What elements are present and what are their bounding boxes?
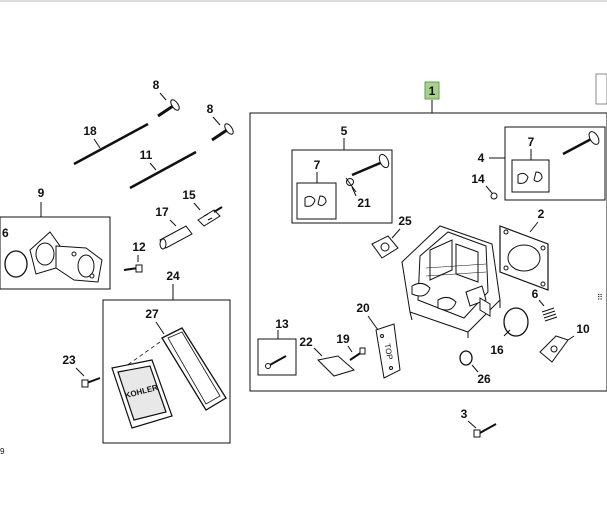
callout-11[interactable]: 11 <box>140 148 153 162</box>
spring-icon-6[interactable] <box>541 307 558 322</box>
callout-18[interactable]: 18 <box>83 124 97 138</box>
screw-icon-23[interactable] <box>81 377 101 388</box>
callout-13[interactable]: 13 <box>275 317 289 331</box>
oring-icon-16[interactable] <box>503 307 529 337</box>
leader-20 <box>367 315 379 331</box>
callout-21[interactable]: 21 <box>357 196 371 210</box>
valve-keepers-icon-left[interactable] <box>304 195 327 207</box>
oring-icon-6-left[interactable] <box>4 250 28 278</box>
callout-25[interactable]: 25 <box>398 214 412 228</box>
callout-24[interactable]: 24 <box>166 269 180 283</box>
gasket-top-marking: TOP <box>383 343 395 361</box>
tube-icon-17[interactable] <box>159 225 193 250</box>
exhaust-valve-icon[interactable] <box>562 130 601 156</box>
callout-6-right[interactable]: 6 <box>532 287 539 301</box>
leader-8-top <box>159 92 167 101</box>
leader-18 <box>93 138 101 149</box>
callout-15[interactable]: 15 <box>182 188 196 202</box>
callout-7-box5[interactable]: 7 <box>314 158 321 172</box>
spark-plug-icon-15[interactable] <box>197 206 223 227</box>
callout-26[interactable]: 26 <box>477 372 491 386</box>
valve-kit-box-5 <box>291 149 393 224</box>
callout-14[interactable]: 14 <box>471 172 485 186</box>
leader-17 <box>169 219 177 227</box>
valve-seal-icon[interactable] <box>345 177 357 193</box>
callout-10[interactable]: 10 <box>576 322 590 336</box>
valve-cover-gasket-icon[interactable]: TOP <box>375 323 401 379</box>
bracket-icon-22[interactable] <box>316 355 356 377</box>
head-bolt-icon-3[interactable] <box>473 423 497 438</box>
leader-25 <box>391 228 401 239</box>
cylinder-head-icon[interactable] <box>401 225 501 338</box>
leader-15 <box>193 202 201 211</box>
leader-27 <box>155 321 165 335</box>
callout-6-left[interactable]: 6 <box>2 226 9 240</box>
callout-19[interactable]: 19 <box>336 332 350 346</box>
pushrod-icon-11[interactable] <box>129 150 197 190</box>
callout-8-right[interactable]: 8 <box>207 102 214 116</box>
head-gasket-icon[interactable] <box>499 225 549 291</box>
callout-16[interactable]: 16 <box>490 343 504 357</box>
callout-20[interactable]: 20 <box>356 301 370 315</box>
cover-gasket-icon-27[interactable] <box>161 327 227 411</box>
callout-2[interactable]: 2 <box>538 207 545 221</box>
intake-box-9 <box>0 216 111 290</box>
leader-3 <box>467 420 477 429</box>
breather-gasket-icon[interactable] <box>371 235 399 259</box>
plug-icon-14[interactable] <box>490 192 498 200</box>
valve-cover-icon[interactable] <box>111 359 173 429</box>
leader-16 <box>503 329 511 337</box>
callout-1[interactable]: 1 <box>429 84 436 98</box>
keeper-box-7-left <box>296 182 337 220</box>
leader-8-right <box>212 116 221 126</box>
callout-22[interactable]: 22 <box>299 335 313 349</box>
leader-11 <box>149 162 157 171</box>
callout-1-badge[interactable] <box>424 81 440 100</box>
stud-icon-13[interactable] <box>265 355 287 369</box>
cylinder-head-assembly-box <box>249 112 607 392</box>
intake-valve-icon[interactable] <box>351 153 391 177</box>
spark-plug-box-13 <box>257 338 297 376</box>
valve-kit-box-4 <box>504 126 606 201</box>
right-edge-glyph: ⠿ <box>597 293 603 302</box>
callout-12[interactable]: 12 <box>132 240 146 254</box>
bolt-icon-12[interactable] <box>123 264 143 273</box>
leader-14 <box>485 185 493 194</box>
rocker-stud-icon-8-top[interactable] <box>157 98 181 118</box>
valve-keepers-icon-right[interactable] <box>517 171 543 184</box>
callout-4[interactable]: 4 <box>478 151 485 165</box>
cover-plate-icon-10[interactable] <box>539 335 569 363</box>
callout-3[interactable]: 3 <box>461 407 468 421</box>
callout-17[interactable]: 17 <box>155 205 169 219</box>
intake-manifold-icon[interactable] <box>29 231 103 283</box>
rocker-stud-icon-8-right[interactable] <box>211 122 235 142</box>
callout-7-box4[interactable]: 7 <box>528 135 535 149</box>
callout-27[interactable]: 27 <box>145 307 159 321</box>
screw-icon-19[interactable] <box>349 347 366 361</box>
callout-8-top[interactable]: 8 <box>153 78 160 92</box>
pushrod-icon-18[interactable] <box>73 122 149 166</box>
leader-21 <box>351 186 357 197</box>
leader-2 <box>529 221 539 233</box>
washer-icon-26[interactable] <box>459 350 473 366</box>
leader-19 <box>347 345 353 353</box>
callout-9[interactable]: 9 <box>38 186 45 200</box>
callout-5[interactable]: 5 <box>341 124 348 138</box>
edge-digit: 9 <box>0 447 5 456</box>
valve-cover-box-24 <box>102 299 231 444</box>
leader-26 <box>471 364 479 373</box>
leader-6-right <box>538 299 545 307</box>
callout-23[interactable]: 23 <box>62 353 76 367</box>
leader-23 <box>75 367 85 377</box>
right-edge-marker <box>595 73 607 105</box>
leader-22 <box>313 347 323 357</box>
